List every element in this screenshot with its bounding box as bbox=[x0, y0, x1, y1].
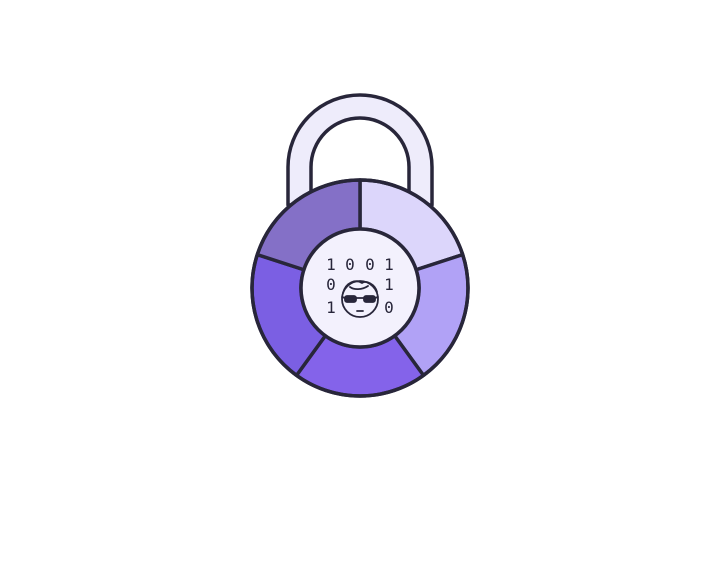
binary-digit: 0 bbox=[384, 298, 394, 317]
binary-digit: 1 bbox=[384, 255, 394, 274]
binary-digit: 0 bbox=[365, 255, 375, 274]
binary-digits: 1 0 0 1 0 1 1 0 bbox=[326, 255, 394, 317]
binary-digit: 1 bbox=[326, 255, 336, 274]
binary-digit: 1 bbox=[326, 298, 336, 317]
padlock-shackle bbox=[286, 93, 434, 207]
hacker-face-icon bbox=[341, 280, 379, 318]
binary-digit: 0 bbox=[345, 255, 355, 274]
binary-digit: 0 bbox=[326, 275, 336, 294]
shackle-body bbox=[286, 93, 434, 207]
lock-body-outline bbox=[250, 178, 470, 398]
binary-digit: 1 bbox=[384, 275, 394, 294]
